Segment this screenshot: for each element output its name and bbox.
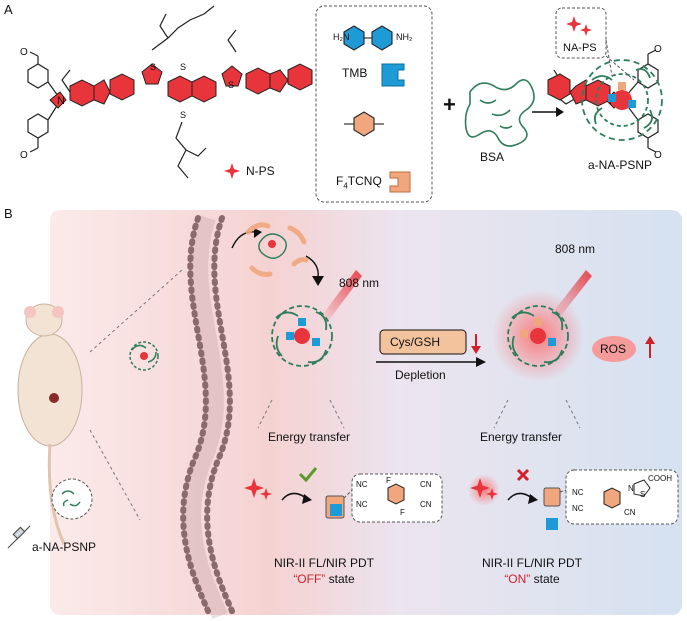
adduct-icon <box>543 487 561 507</box>
f4tcnq-piece-icon <box>389 171 411 193</box>
injected-particle-zoom <box>51 478 93 520</box>
state-on-title: NIR-II FL/NIR PDT <box>481 556 582 570</box>
adduct-cooh: COOH <box>648 474 672 483</box>
panel-b-background <box>50 210 682 615</box>
circulating-particle-icon <box>129 341 159 371</box>
a-na-psnp-particle-icon <box>581 59 663 141</box>
state-off-title: NIR-II FL/NIR PDT <box>273 556 374 570</box>
btd-s-top: S <box>180 62 187 72</box>
zoom-nc-top: NC <box>356 480 368 489</box>
mouse-illustration <box>17 303 83 545</box>
tmb-nh2-right: NH₂ <box>396 32 413 42</box>
nps-star-icon <box>224 163 240 179</box>
adduct-nc-top: NC <box>572 488 584 497</box>
na-ps-star-icon <box>566 16 582 32</box>
glow-halo <box>492 290 584 382</box>
energy-transfer-right-label: Energy transfer <box>480 430 563 444</box>
na-ps-label: NA-PS <box>563 42 597 54</box>
particle-on-state-icon <box>507 305 569 367</box>
depletion-label: Depletion <box>395 368 446 382</box>
nps-star-on-icon <box>470 478 490 498</box>
nps-star-off-icon <box>244 478 264 498</box>
syringe-icon <box>7 525 31 549</box>
svg-text:O: O <box>20 150 28 161</box>
zoom-nc-bottom: NC <box>356 500 368 509</box>
ros-label: ROS <box>600 342 627 356</box>
svg-text:O: O <box>654 150 662 161</box>
mouse-particle-label: a-NA-PSNP <box>32 540 97 554</box>
zoom-f-top: F <box>386 476 391 485</box>
bsa-label: BSA <box>480 150 505 164</box>
zoom-cn-bottom: CN <box>420 500 432 509</box>
energy-transfer-left-label: Energy transfer <box>268 430 351 444</box>
complex-f4tcnq-icon <box>325 495 345 519</box>
cys-gsh-label: Cys/GSH <box>390 335 441 349</box>
adduct-n: N <box>628 484 634 493</box>
adduct-nc-bottom: NC <box>572 504 584 513</box>
thiophene-s-right: S <box>228 80 235 90</box>
state-on-line: “ON” state <box>504 572 560 586</box>
svg-text:O: O <box>654 44 662 55</box>
cross-icon <box>516 468 530 482</box>
nps-legend-label: N-PS <box>246 164 275 178</box>
check-icon <box>298 467 318 483</box>
bsa-protein-icon <box>464 79 535 147</box>
decrease-arrow-icon <box>471 346 481 354</box>
state-off-line: “OFF” state <box>293 572 355 586</box>
amine-n-right: N <box>609 95 617 107</box>
tmb-piece-icon <box>381 63 405 87</box>
laser-beam-right <box>550 270 592 322</box>
laser-right-label: 808 nm <box>555 242 596 256</box>
adduct-s: S <box>640 490 646 499</box>
panel-b-letter: B <box>4 206 13 221</box>
zoom-f-bottom: F <box>400 508 405 517</box>
cell-membrane-bilayer <box>180 215 237 619</box>
complex-tmb-icon <box>330 504 342 516</box>
btd-s-bottom: S <box>180 110 187 120</box>
laser-left-label: 808 nm <box>339 276 380 290</box>
product-label: a-NA-PSNP <box>588 158 653 172</box>
particle-off-state-icon <box>271 305 333 367</box>
f4tcnq-label: F4TCNQ <box>336 174 382 191</box>
amine-n-left: N <box>57 95 65 107</box>
thiophene-s-left: S <box>150 62 157 72</box>
plus-sign: + <box>443 92 456 117</box>
released-tmb-icon <box>546 518 558 530</box>
zoom-cn-top: CN <box>420 480 432 489</box>
panel-a-letter: A <box>4 2 13 17</box>
disassembling-particle-icon <box>258 233 287 259</box>
svg-text:O: O <box>20 47 28 58</box>
tmb-label: TMB <box>342 66 368 80</box>
increase-arrow-icon <box>645 336 655 344</box>
adduct-cn: CN <box>624 508 636 517</box>
tmb-nh2-left: H₂N <box>333 32 350 42</box>
